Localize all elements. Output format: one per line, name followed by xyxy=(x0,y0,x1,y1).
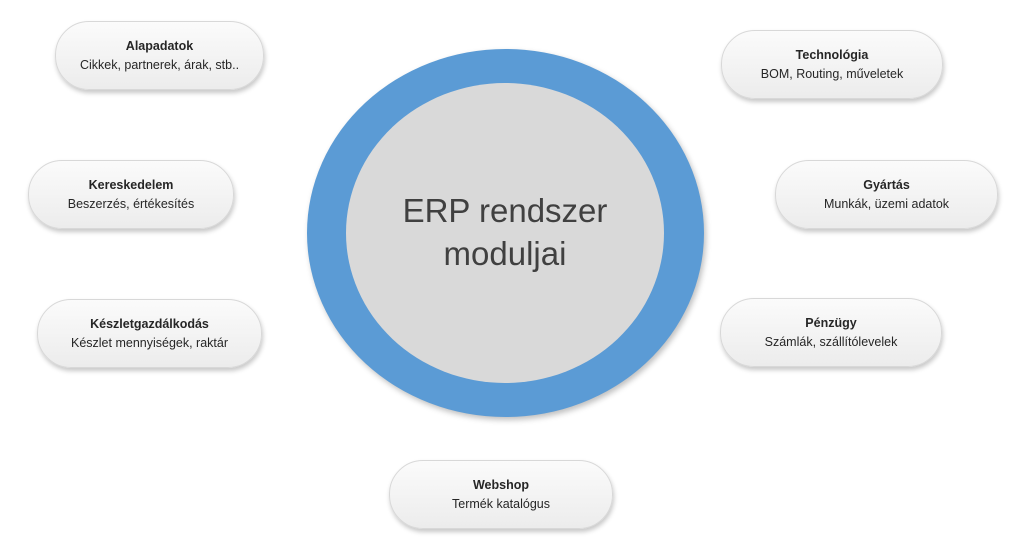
center-title-line1: ERP rendszer xyxy=(402,192,608,230)
center-title-line2: moduljai xyxy=(443,235,567,272)
module-title: Alapadatok xyxy=(125,39,194,54)
module-kereskedelem: Kereskedelem Beszerzés, értékesítés xyxy=(28,160,234,229)
module-desc: Készlet mennyiségek, raktár xyxy=(70,335,228,350)
module-title: Kereskedelem xyxy=(88,178,174,193)
module-technologia: Technológia BOM, Routing, műveletek xyxy=(721,30,943,99)
module-title: Készletgazdálkodás xyxy=(90,317,209,332)
module-desc: BOM, Routing, műveletek xyxy=(760,66,904,81)
module-desc: Számlák, szállítólevelek xyxy=(764,334,898,349)
module-penzugy: Pénzügy Számlák, szállítólevelek xyxy=(720,298,942,367)
module-title: Gyártás xyxy=(863,178,910,193)
module-title: Webshop xyxy=(472,478,530,493)
module-gyartas: Gyártás Munkák, üzemi adatok xyxy=(775,160,998,229)
module-title: Pénzügy xyxy=(805,316,857,331)
module-desc: Cikkek, partnerek, árak, stb.. xyxy=(79,57,240,72)
module-desc: Termék katalógus xyxy=(452,496,550,511)
module-webshop: Webshop Termék katalógus xyxy=(389,460,613,529)
module-desc: Beszerzés, értékesítés xyxy=(67,196,195,211)
center-circle: ERP rendszer moduljai xyxy=(346,83,664,383)
module-alapadatok: Alapadatok Cikkek, partnerek, árak, stb.… xyxy=(55,21,264,90)
module-desc: Munkák, üzemi adatok xyxy=(823,196,950,211)
module-keszletgazdalkodas: Készletgazdálkodás Készlet mennyiségek, … xyxy=(37,299,262,368)
module-title: Technológia xyxy=(795,48,869,63)
